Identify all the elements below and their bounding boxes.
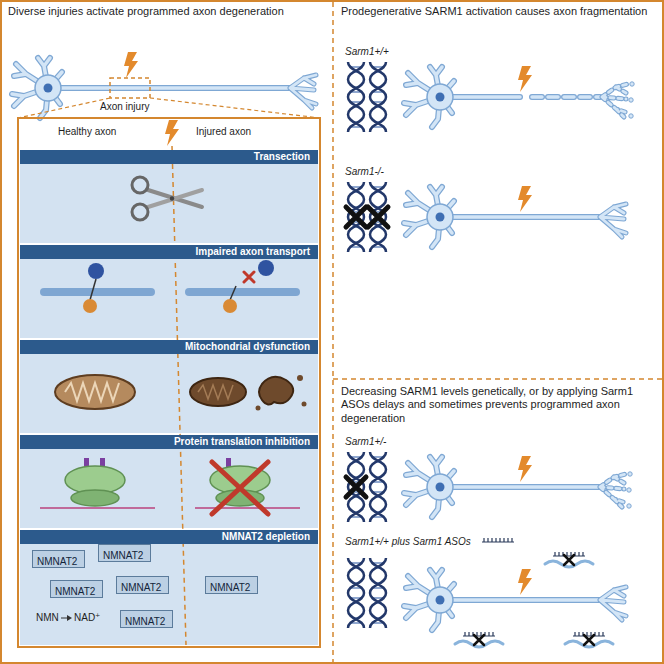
injury-section: Transection (20, 150, 318, 243)
box-label: NMNAT2 (121, 614, 169, 630)
sarm1-ko-neuron (346, 182, 626, 252)
section-band: Impaired axon transport (20, 245, 318, 259)
protein-box: NMNAT2 (32, 550, 85, 568)
protein-box: NMNAT2 (205, 576, 258, 594)
panel: Diverse injuries activate programmed axo… (0, 0, 333, 664)
annotation-label: Injured axon (196, 126, 251, 138)
annotation-label: Healthy axon (58, 126, 116, 138)
mitochondria (55, 375, 307, 411)
box-label: NMNAT2 (51, 584, 99, 600)
genotype-label: Sarm1+/+ (345, 46, 389, 58)
annotation-label: NMN (36, 612, 59, 624)
inset (18, 118, 320, 647)
box-label: NMNAT2 (206, 580, 254, 596)
section-band: NMNAT2 depletion (20, 530, 318, 544)
injury-section: Protein translation inhibition (20, 435, 318, 528)
box-label: NMNAT2 (99, 548, 147, 564)
injured-neuron (12, 52, 320, 118)
sarm1-het-neuron (346, 452, 632, 522)
scissors (132, 177, 202, 220)
box-label: NMNAT2 (33, 554, 81, 570)
protein-box: NMNAT2 (50, 580, 103, 598)
section-band: Protein translation inhibition (20, 435, 318, 449)
nmn-arrow (61, 615, 72, 621)
panel-title: Prodegenerative SARM1 activation causes … (341, 5, 656, 18)
sarm1-wt-neuron (348, 62, 634, 132)
protein-box: NMNAT2 (98, 544, 151, 562)
section-band: Transection (20, 150, 318, 164)
injury-section: NMNAT2 depletionNMNAT2NMNAT2NMNAT2NMNAT2… (20, 530, 318, 645)
panel: Decreasing SARM1 levels genetically, or … (333, 380, 664, 664)
sarm1-aso-neuron (348, 538, 626, 647)
injury-section: Mitochondrial dysfunction (20, 340, 318, 433)
ribosomes (40, 458, 300, 514)
panel-title: Decreasing SARM1 levels genetically, or … (341, 385, 656, 425)
genotype-label: Sarm1+/- (345, 436, 386, 448)
injury-section: Impaired axon transport (20, 245, 318, 338)
protein-box: NMNAT2 (116, 576, 169, 594)
box-label: NMNAT2 (117, 580, 165, 596)
panel-title: Diverse injuries activate programmed axo… (8, 5, 325, 18)
protein-box: NMNAT2 (120, 610, 173, 628)
section-band: Mitochondrial dysfunction (20, 340, 318, 354)
genotype-label: Sarm1+/+ plus Sarm1 ASOs (345, 536, 471, 548)
axon-transport (40, 260, 300, 313)
annotation-label: Axon injury (100, 101, 149, 113)
genotype-label: Sarm1-/- (345, 166, 384, 178)
annotation-label: NAD⁺ (74, 612, 100, 624)
